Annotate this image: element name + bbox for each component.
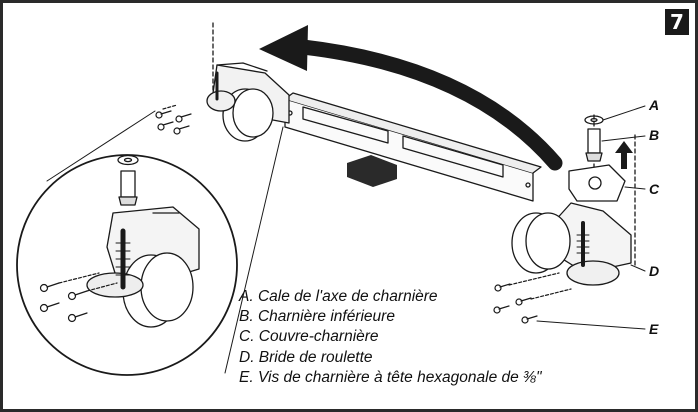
legend-item-e: E. Vis de charnière à tête hexagonale de… xyxy=(239,368,542,386)
callout-label-e: E xyxy=(649,321,659,337)
legend-item-c: C. Couvre-charnière xyxy=(239,328,379,346)
rotation-arrow xyxy=(259,25,563,171)
hinge-bracket-block xyxy=(347,155,397,187)
legend-item-b: B. Charnière inférieure xyxy=(239,308,395,326)
callout-label-b: B xyxy=(649,127,660,143)
legend-item-a: A. Cale de l'axe de charnière xyxy=(239,288,438,305)
magnifier-connectors xyxy=(46,110,284,374)
caster-top-left xyxy=(155,62,290,142)
callout-label-c: C xyxy=(649,181,660,197)
step-number-badge: 7 xyxy=(665,9,689,35)
legend-item-d: D. Bride de roulette xyxy=(239,348,373,366)
callout-leaders xyxy=(536,105,646,330)
assembly-illustration xyxy=(16,22,646,376)
callout-label-a: A xyxy=(649,97,660,113)
parts-legend: A. Cale de l'axe de charnière B. Charniè… xyxy=(239,287,679,388)
callout-label-d: D xyxy=(649,263,660,279)
magnified-detail xyxy=(16,154,238,376)
caster-right xyxy=(493,115,633,324)
